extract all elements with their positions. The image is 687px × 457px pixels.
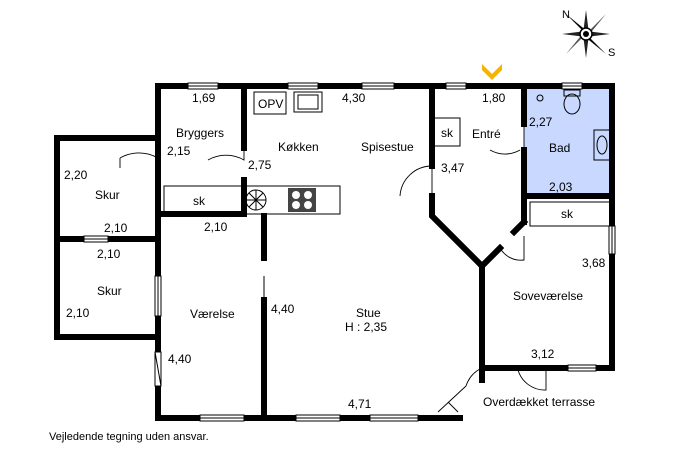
dim-bryggers-side: 2,15: [167, 144, 191, 158]
dim-vaerelse-top: 2,10: [204, 220, 228, 234]
compass-south-label: S: [608, 47, 615, 59]
windows: [83, 82, 616, 422]
fixture-opv: OPV: [258, 97, 283, 111]
room-terrasse: Overdækket terrasse: [483, 395, 595, 409]
room-stue: Stue: [356, 306, 381, 320]
dim-entre-top: 1,80: [482, 91, 506, 105]
room-entre: Entré: [472, 127, 501, 141]
dim-stue-side: 4,40: [271, 302, 295, 316]
room-skur-bottom: Skur: [97, 284, 122, 298]
dim-sove-side: 3,68: [582, 256, 606, 270]
dim-bryggers-top: 1,69: [192, 91, 216, 105]
dim-vaerelse-side: 4,40: [168, 352, 192, 366]
compass-north-label: N: [562, 9, 570, 21]
kitchen-fixtures: [163, 91, 611, 227]
dim-skur-top-bottom: 2,10: [104, 221, 128, 235]
entrance-marker: [482, 64, 502, 80]
dim-koekken-top: 4,30: [342, 91, 366, 105]
fixture-sk-entre: sk: [441, 126, 454, 140]
bathroom-fixtures: [536, 89, 611, 161]
room-sovevaerelse: Soveværelse: [513, 289, 583, 303]
room-vaerelse: Værelse: [190, 307, 235, 321]
dim-skur-top-side: 2,20: [64, 168, 88, 182]
dim-sove-bottom: 3,12: [531, 347, 555, 361]
compass-rose: N S: [562, 9, 615, 59]
room-stue-height: H : 2,35: [345, 320, 387, 334]
doors: [119, 124, 547, 413]
dim-bad-bottom: 2,03: [549, 180, 573, 194]
dim-bad-side: 2,27: [529, 115, 553, 129]
room-bryggers: Bryggers: [176, 126, 224, 140]
dim-koekken-side: 2,75: [248, 158, 272, 172]
room-skur-top: Skur: [95, 188, 120, 202]
fixture-sk-sove: sk: [561, 207, 574, 221]
fixture-sk-bryggers: sk: [193, 194, 206, 208]
dim-entre-side: 3,47: [441, 161, 465, 175]
room-spisestue: Spisestue: [361, 140, 414, 154]
dim-stue-bottom: 4,71: [348, 397, 372, 411]
room-bad: Bad: [549, 141, 570, 155]
dim-skur-bottom-side: 2,10: [66, 306, 90, 320]
disclaimer-caption: Vejledende tegning uden ansvar.: [49, 431, 209, 443]
room-koekken: Køkken: [278, 140, 319, 154]
dim-skur-bottom-top: 2,10: [97, 247, 121, 261]
